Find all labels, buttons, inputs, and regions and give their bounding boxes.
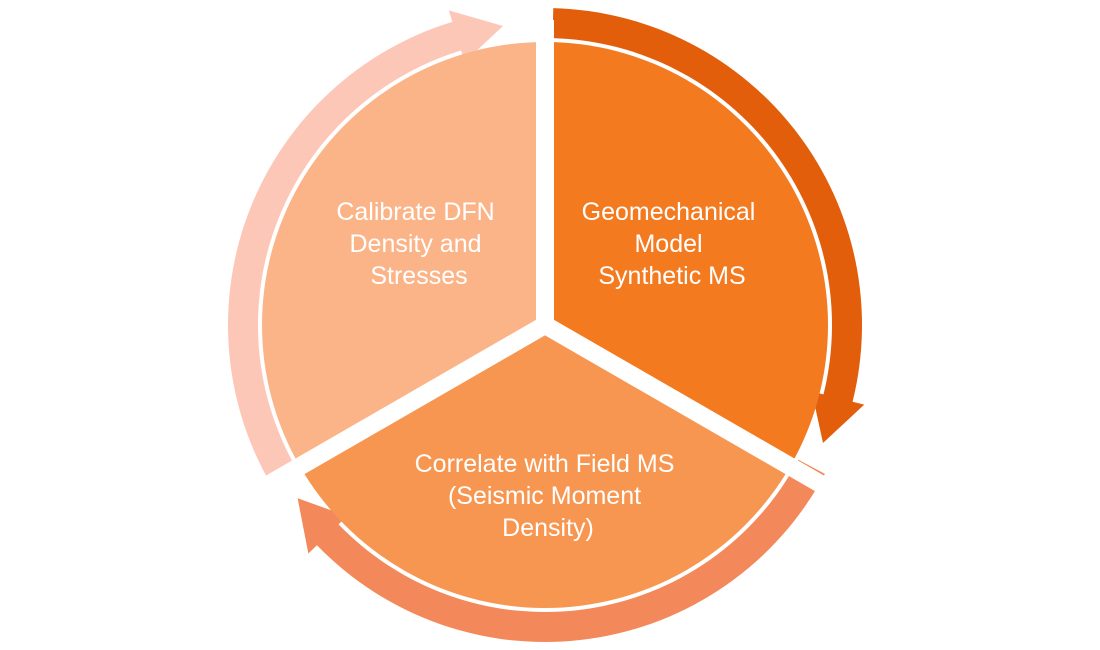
arrow-calibrate (227, 10, 503, 484)
arrow-geomechanical (552, 8, 865, 444)
segment-label-calibrate: Calibrate DFN Density and Stresses (336, 198, 501, 290)
segment-label-geomechanical: Geomechanical Model Synthetic MS (582, 198, 763, 290)
arrow-correlate (297, 459, 825, 642)
divider-right (540, 317, 895, 532)
segment-label-correlate: Correlate with Field MS (Seismic Moment … (415, 450, 682, 542)
divider-left (195, 317, 550, 532)
